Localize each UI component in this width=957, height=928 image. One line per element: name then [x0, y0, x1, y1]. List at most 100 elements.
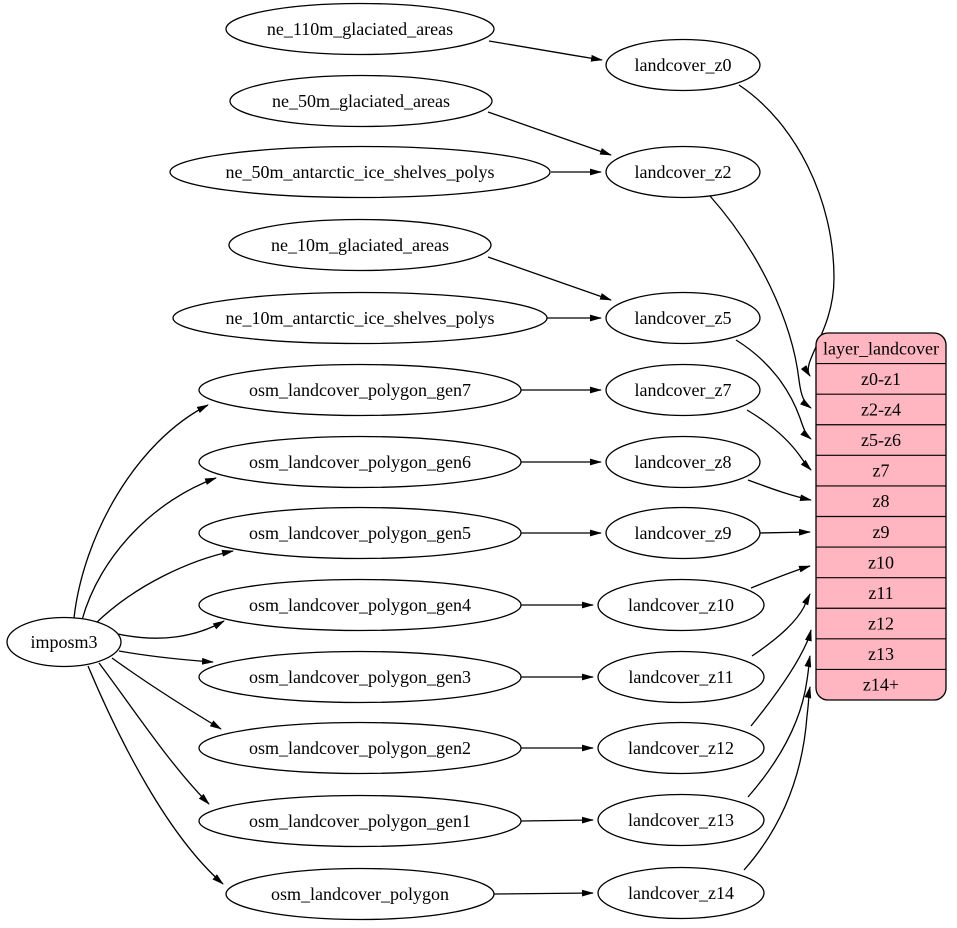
node-ellipse [605, 145, 761, 199]
node-landcover_z2: landcover_z2 [605, 145, 761, 199]
node-ellipse [225, 867, 495, 921]
record-row-z13: z13 [868, 644, 894, 664]
record-row-z0-z1: z0-z1 [861, 369, 901, 389]
edge-landcover_z0-to-row_z0-z1 [738, 84, 835, 377]
node-osm_landcover_polygon_gen2: osm_landcover_polygon_gen2 [198, 721, 522, 775]
edge-osm_landcover_polygon-to-landcover_z14 [493, 889, 594, 897]
node-label: osm_landcover_polygon_gen3 [249, 667, 471, 687]
edge-imposm3-to-osm_landcover_polygon_gen4 [117, 620, 225, 639]
node-ellipse [225, 2, 495, 56]
record-row-z9: z9 [873, 522, 890, 542]
edge-landcover_z9-to-row_z9 [758, 528, 811, 536]
node-ne_110m_glaciated_areas: ne_110m_glaciated_areas [225, 2, 495, 56]
node-landcover_z14: landcover_z14 [597, 866, 765, 920]
node-label: osm_landcover_polygon_gen4 [249, 595, 471, 615]
node-label: osm_landcover_polygon_gen2 [249, 738, 471, 758]
edge-imposm3-to-osm_landcover_polygon_gen5 [94, 549, 234, 625]
node-ne_50m_glaciated_areas: ne_50m_glaciated_areas [229, 74, 493, 128]
node-label: ne_10m_antarctic_ice_shelves_polys [226, 308, 495, 328]
node-osm_landcover_polygon_gen6: osm_landcover_polygon_gen6 [198, 435, 522, 489]
node-ellipse [605, 363, 761, 417]
node-osm_landcover_polygon_gen4: osm_landcover_polygon_gen4 [198, 578, 522, 632]
record-row-z12: z12 [868, 614, 894, 634]
edge-imposm3-to-osm_landcover_polygon_gen7 [73, 404, 209, 619]
node-label: landcover_z10 [628, 595, 734, 615]
node-label: ne_50m_glaciated_areas [272, 91, 450, 111]
edge-imposm3-to-osm_landcover_polygon [87, 665, 224, 885]
record-row-z10: z10 [868, 552, 894, 572]
node-ellipse [198, 506, 522, 560]
node-label: osm_landcover_polygon_gen5 [249, 523, 471, 543]
node-label: osm_landcover_polygon_gen1 [249, 811, 471, 831]
record-row-z11: z11 [868, 583, 893, 603]
node-label: ne_110m_glaciated_areas [267, 19, 453, 39]
node-label: osm_landcover_polygon_gen6 [249, 452, 471, 472]
node-ellipse [6, 616, 122, 668]
node-ellipse [605, 38, 761, 92]
edge-imposm3-to-osm_landcover_polygon_gen3 [118, 650, 214, 665]
node-imposm3: imposm3 [6, 616, 122, 668]
record-row-z7: z7 [873, 461, 890, 481]
node-ellipse [198, 650, 522, 704]
node-label: osm_landcover_polygon_gen7 [249, 380, 471, 400]
node-landcover_z8: landcover_z8 [605, 435, 761, 489]
node-landcover_z10: landcover_z10 [597, 578, 765, 632]
node-ellipse [228, 218, 492, 272]
node-ellipse [198, 363, 522, 417]
edge-ne_50m_glaciated_areas-to-landcover_z2 [487, 111, 612, 156]
edge-landcover_z11-to-row_z11 [751, 593, 811, 657]
node-ne_10m_glaciated_areas: ne_10m_glaciated_areas [228, 218, 492, 272]
node-landcover_z13: landcover_z13 [597, 793, 765, 847]
node-ellipse [597, 866, 765, 920]
record-row-z2-z4: z2-z4 [861, 399, 901, 419]
node-label: ne_10m_glaciated_areas [271, 235, 449, 255]
edge-imposm3-to-osm_landcover_polygon_gen2 [111, 657, 222, 730]
edge-imposm3-to-osm_landcover_polygon_gen1 [98, 662, 210, 805]
edge-landcover_z7-to-row_z7 [746, 409, 812, 471]
node-label: landcover_z8 [635, 452, 732, 472]
node-osm_landcover_polygon_gen5: osm_landcover_polygon_gen5 [198, 506, 522, 560]
node-ellipse [198, 435, 522, 489]
node-label: landcover_z9 [635, 523, 732, 543]
node-label: imposm3 [30, 632, 97, 652]
edge-landcover_z14-to-row_z14+ [743, 686, 812, 871]
node-landcover_z0: landcover_z0 [605, 38, 761, 92]
node-ellipse [169, 145, 551, 199]
edge-ne_10m_glaciated_areas-to-landcover_z5 [487, 256, 612, 301]
node-ne_50m_antarctic_ice_shelves_polys: ne_50m_antarctic_ice_shelves_polys [169, 145, 551, 199]
node-ellipse [198, 721, 522, 775]
edge-landcover_z2-to-row_z2-z4 [709, 195, 812, 409]
node-ellipse [229, 74, 493, 128]
node-ellipse [198, 794, 522, 848]
edge-layer [73, 40, 835, 897]
node-label: landcover_z0 [635, 55, 732, 75]
edge-landcover_z5-to-row_z5-z6 [735, 339, 812, 440]
node-ellipse [605, 506, 761, 560]
node-landcover_z12: landcover_z12 [597, 721, 765, 775]
record-row-z8: z8 [873, 491, 890, 511]
node-ne_10m_antarctic_ice_shelves_polys: ne_10m_antarctic_ice_shelves_polys [172, 291, 548, 345]
edge-ne_110m_glaciated_areas-to-landcover_z0 [488, 40, 603, 62]
record-node-layer_landcover: layer_landcoverz0-z1z2-z4z5-z6z7z8z9z10z… [815, 332, 947, 701]
node-osm_landcover_polygon_gen1: osm_landcover_polygon_gen1 [198, 794, 522, 848]
record-title: layer_landcover [823, 338, 939, 358]
node-label: landcover_z11 [628, 667, 733, 687]
node-osm_landcover_polygon_gen3: osm_landcover_polygon_gen3 [198, 650, 522, 704]
record-row-z14+: z14+ [863, 675, 899, 695]
node-ellipse [172, 291, 548, 345]
node-osm_landcover_polygon_gen7: osm_landcover_polygon_gen7 [198, 363, 522, 417]
node-ellipse [605, 291, 761, 345]
node-osm_landcover_polygon: osm_landcover_polygon [225, 867, 495, 921]
node-landcover_z9: landcover_z9 [605, 506, 761, 560]
node-landcover_z7: landcover_z7 [605, 363, 761, 417]
node-landcover_z11: landcover_z11 [597, 650, 765, 704]
node-label: landcover_z14 [628, 883, 734, 903]
node-label: landcover_z2 [635, 162, 732, 182]
edge-landcover_z8-to-row_z8 [747, 479, 812, 502]
node-ellipse [597, 578, 765, 632]
node-label: osm_landcover_polygon [271, 884, 449, 904]
node-ellipse [198, 578, 522, 632]
node-label: ne_50m_antarctic_ice_shelves_polys [226, 162, 495, 182]
